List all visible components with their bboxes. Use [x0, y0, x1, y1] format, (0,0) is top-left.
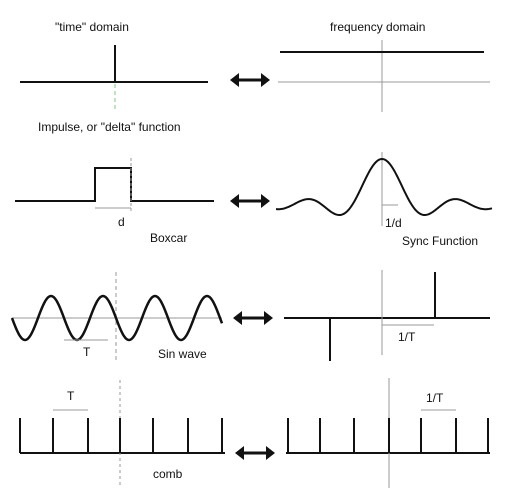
d-label: d: [118, 215, 125, 229]
sinc-curve: [275, 157, 493, 216]
freq-comb-teeth: [287, 418, 489, 453]
row-boxcar: d Boxcar 1/d Sync Function: [15, 152, 493, 248]
comb-label: comb: [153, 467, 183, 481]
boxcar-label: Boxcar: [150, 231, 187, 245]
sync-function-label: Sync Function: [402, 234, 478, 248]
double-arrow-icon: [230, 194, 270, 208]
row-impulse: "time" domain frequency domain Impulse, …: [20, 20, 490, 134]
sin-wave-label: Sin wave: [158, 347, 207, 361]
row-sinwave: T Sin wave 1/T: [10, 270, 490, 361]
one-over-d-label: 1/d: [385, 216, 402, 230]
double-arrow-icon: [233, 311, 273, 325]
double-arrow-icon: [235, 446, 275, 460]
double-arrow-icon: [230, 73, 270, 87]
T-label-comb: T: [67, 389, 75, 403]
one-over-T-label-sin: 1/T: [398, 330, 416, 344]
time-domain-label: "time" domain: [55, 20, 129, 34]
frequency-domain-label: frequency domain: [330, 20, 425, 34]
impulse-label: Impulse, or "delta" function: [38, 120, 181, 134]
sin-curve: [10, 294, 224, 342]
row-comb: T comb 1/T: [19, 378, 490, 488]
one-over-T-label-comb: 1/T: [426, 391, 444, 405]
T-label-sin: T: [83, 345, 91, 359]
comb-teeth: [19, 418, 223, 453]
boxcar-shape: [15, 167, 214, 202]
